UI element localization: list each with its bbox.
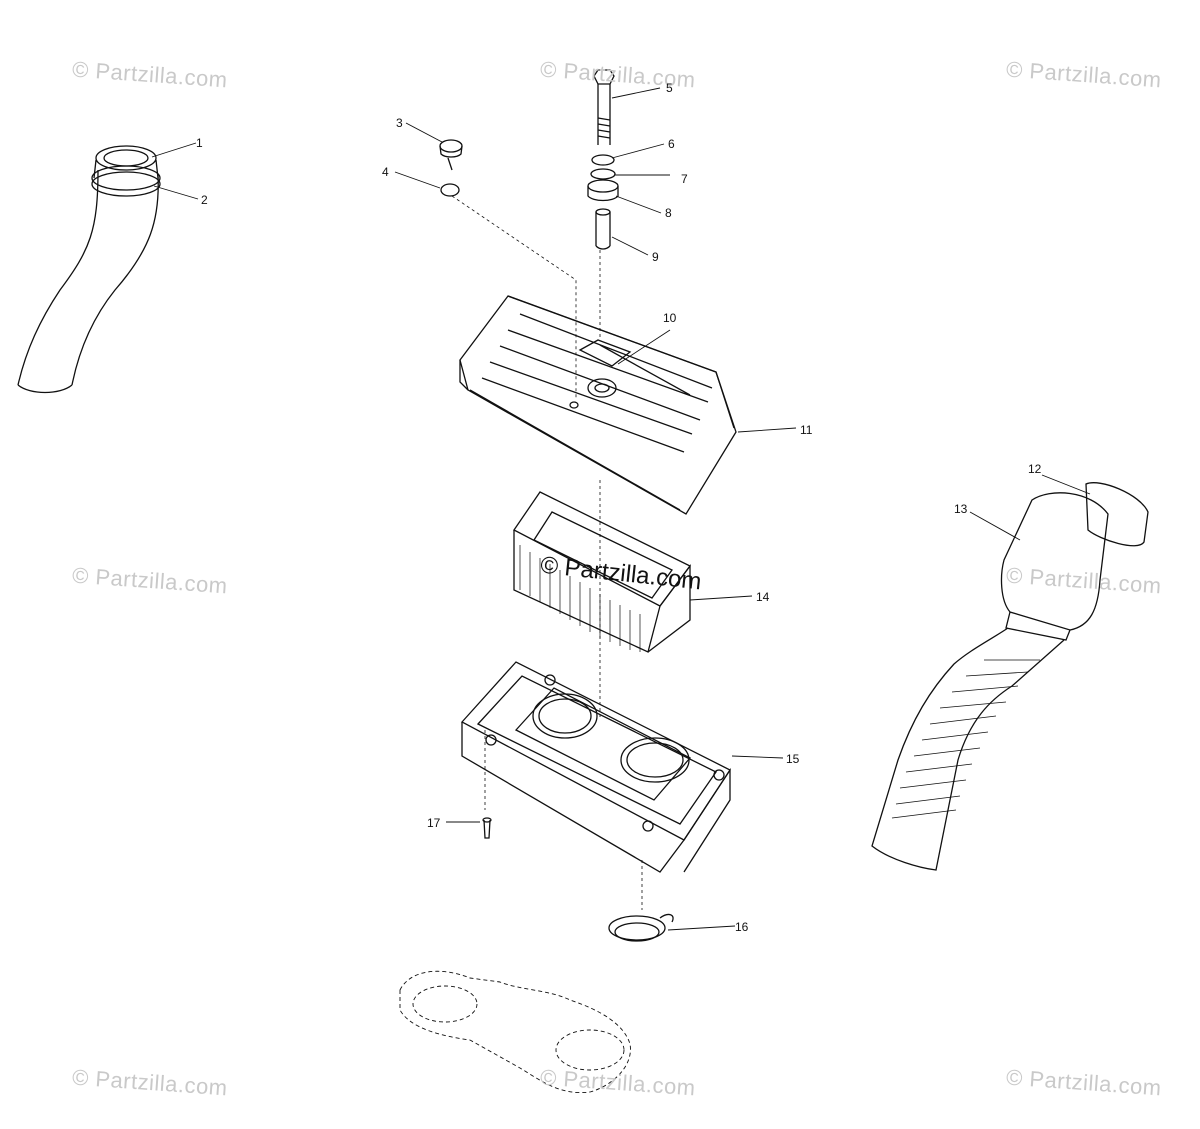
callout-11: 11 <box>800 423 813 437</box>
airbox-lid <box>459 295 737 515</box>
callout-7: 7 <box>681 172 688 186</box>
callout-14: 14 <box>756 590 770 604</box>
leader-lines <box>151 87 1091 931</box>
callout-3: 3 <box>396 116 403 130</box>
air-filter <box>513 491 691 653</box>
spacer-part <box>587 179 619 202</box>
airbox-base <box>460 661 731 873</box>
oring-part <box>590 168 616 180</box>
callout-17: 17 <box>427 816 441 830</box>
tube-spacer-part <box>595 208 611 250</box>
nut-part <box>591 154 615 166</box>
callout-8: 8 <box>665 206 672 220</box>
grommet-part <box>608 913 674 942</box>
callout-1: 1 <box>196 136 203 150</box>
callout-2: 2 <box>201 193 208 207</box>
callout-6: 6 <box>668 137 675 151</box>
callout-13: 13 <box>954 502 968 516</box>
callout-16: 16 <box>735 920 749 934</box>
callout-4: 4 <box>382 165 389 179</box>
callout-10: 10 <box>663 311 677 325</box>
reference-gasket <box>399 970 631 1094</box>
callout-9: 9 <box>652 250 659 264</box>
callout-15: 15 <box>786 752 800 766</box>
intake-hose-right <box>871 482 1149 871</box>
callout-12: 12 <box>1028 462 1042 476</box>
washer-part <box>440 183 460 197</box>
callout-5: 5 <box>666 81 673 95</box>
intake-tube-left <box>17 145 161 394</box>
knob-part <box>439 139 463 171</box>
bolt-part <box>593 69 615 145</box>
screw-part <box>482 817 492 839</box>
